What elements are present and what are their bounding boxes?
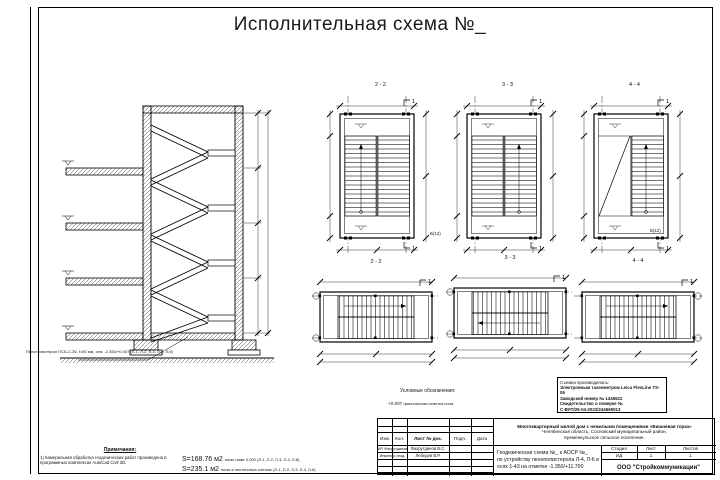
plan-bottom-3-label: 4 - 4: [632, 258, 644, 264]
section-view: [60, 105, 274, 363]
tb-name-2: Лебедев В.Р.: [415, 453, 441, 458]
tb-stage-value: ИД: [615, 453, 623, 458]
tb-col-podp: Подп.: [453, 436, 467, 441]
plan-top-3: 1 1: [580, 96, 684, 254]
frame-margin-line: [30, 7, 31, 474]
doc-title-line: осях 1-43 на отметке -1.350/+11.700: [497, 464, 584, 470]
tb-sheet-value: 1: [649, 453, 653, 458]
tb-sheets-label: Листов: [683, 446, 698, 451]
tb-role-1: ИП Фахрутдинов: [378, 446, 407, 451]
svg-text:1: 1: [666, 99, 669, 105]
tb-doc-title: Геодезическая схема №_ к АОСР №_ по устр…: [493, 445, 601, 476]
area-desc: полы ниже 0.000 (Л-1, Л-2, Л-3, Л-4, Л-6…: [224, 457, 300, 462]
plan-top-2: 1 1: [453, 96, 557, 254]
svg-text:1: 1: [412, 99, 415, 105]
survey-line: Действительно до 24 сентября 2023 г.: [560, 412, 664, 413]
svg-text:1: 1: [412, 246, 415, 252]
legend-mark-label: фактическая отметка пола: [403, 401, 454, 406]
plan-top-3-note: Б(12): [650, 228, 661, 233]
area-row: S=235.1 м2 полы в лестничных клетках (Л-…: [182, 465, 316, 475]
plan-top-1-label: 2 - 2: [374, 82, 386, 88]
plan-bottom-2: 1: [446, 274, 572, 362]
tb-role-2: Инженер-геод.: [379, 453, 406, 458]
tb-col-data: Дата: [476, 436, 488, 441]
tb-company: ООО "Стройкоммуникации": [616, 464, 700, 471]
survey-info-box: Съемка производилась: Электронным тахеом…: [557, 377, 667, 413]
area-desc: полы в лестничных клетках (Л-1, Л-2, Л-3…: [220, 467, 316, 472]
project-line: Челябинская область, Сосновский муниципа…: [542, 429, 667, 435]
notes-heading: Примечания:: [103, 447, 137, 453]
plan-top-1: 1 1: [326, 96, 430, 254]
notes-item: 1) Камеральная обработка геодезических р…: [40, 455, 167, 466]
plan-bottom-3: 1: [574, 278, 702, 366]
tb-sheets-value: 1: [689, 453, 692, 458]
section-material-label: Пенополистерол ПСБ-С-35, t=50 мм, отм. -…: [26, 349, 173, 354]
plan-bottom-1: 1: [312, 278, 438, 366]
drawing-frame: [38, 7, 713, 474]
legend-mark: +0.007: [388, 401, 403, 406]
survey-line: Свидетельство о поверке №: [560, 401, 623, 407]
area-value: S=235.1 м2: [182, 466, 219, 473]
title-block: Изм. Кол. Лист № док. Подп. Дата ИП Фахр…: [377, 418, 716, 476]
doc-title-line: по устройству пенополистерола Л-4, Л-6 в: [497, 457, 599, 463]
plan-top-2-label: 3 - 3: [501, 82, 513, 88]
svg-text:1: 1: [539, 99, 542, 105]
project-line: Многоквартирный жилой дом с нежилыми пом…: [517, 423, 692, 429]
tb-col-doc: Лист № док.: [414, 436, 442, 441]
plan-bottom-1-label: 2 - 2: [370, 259, 382, 265]
legend-item: +0.007 фактическая отметка пола: [388, 401, 453, 406]
survey-line: Электронным тахеометром Leica FlexLine T…: [560, 384, 660, 396]
doc-title-line: Геодезическая схема №_ к АОСР №_: [497, 450, 588, 456]
tb-sheet-label: Лист: [646, 446, 656, 451]
area-value: S=168.76 м2: [182, 456, 223, 463]
project-line: Кременкульское сельское поселение.: [564, 434, 645, 440]
survey-line: С-ВУП/25-04-2023/244665013: [560, 406, 621, 412]
svg-text:1: 1: [666, 246, 669, 252]
survey-line: Заводской номер № 1345622: [560, 395, 623, 401]
plan-bottom-2-label: 3 - 3: [504, 255, 516, 261]
areas-summary: S=168.76 м2 полы ниже 0.000 (Л-1, Л-2, Л…: [182, 455, 316, 475]
tb-stage-label: Стадия: [611, 446, 627, 451]
svg-text:1: 1: [539, 246, 542, 252]
plan-top-1-note: Б(12): [430, 231, 441, 236]
page-title: Исполнительная схема №_: [233, 14, 487, 35]
plan-top-3-label: 4 - 4: [628, 82, 640, 88]
tb-project: Многоквартирный жилой дом с нежилыми пом…: [493, 419, 716, 445]
tb-name-1: Фахрутдинов В.С.: [410, 446, 446, 451]
survey-heading: Съемка производилась:: [560, 379, 610, 385]
tb-col-izm: Изм.: [380, 436, 390, 441]
tb-col-kol: Кол.: [394, 436, 405, 441]
area-row: S=168.76 м2 полы ниже 0.000 (Л-1, Л-2, Л…: [182, 455, 316, 465]
legend-heading: Условные обозначения:: [400, 388, 456, 394]
